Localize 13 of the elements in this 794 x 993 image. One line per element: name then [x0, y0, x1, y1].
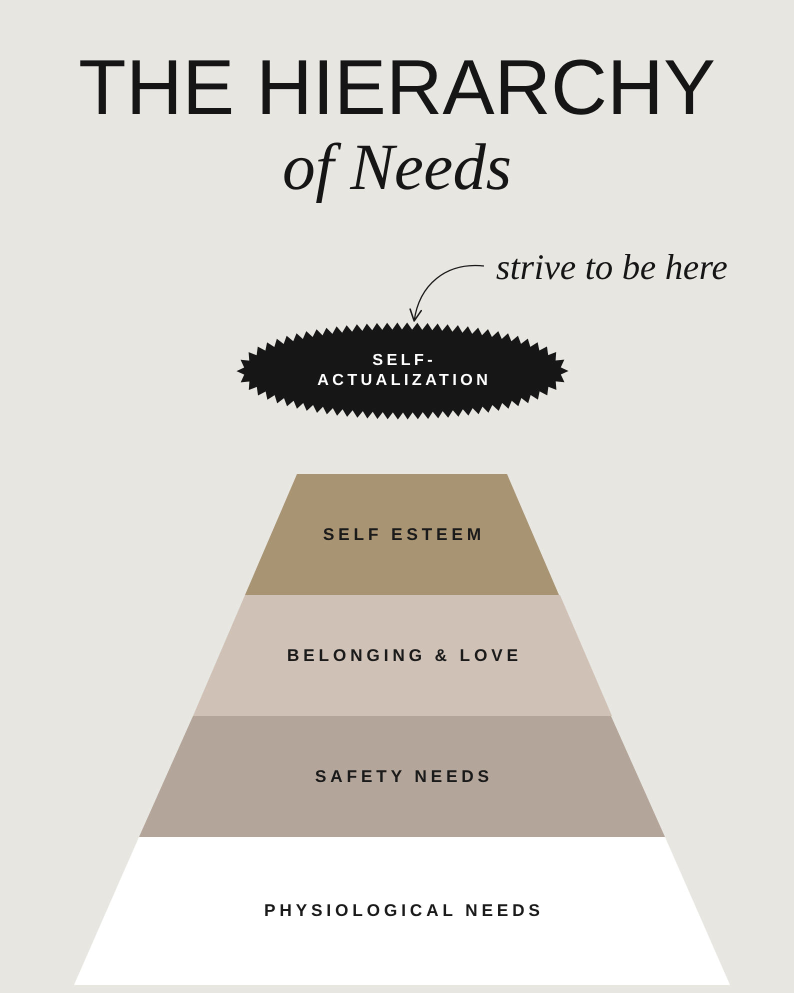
pyramid-tier	[139, 716, 665, 837]
tier-label: BELONGING & LOVE	[286, 644, 522, 666]
arrow	[410, 264, 484, 322]
title: THE HIERARCHY of Needs	[77, 47, 717, 203]
handwritten-note: strive to be here	[484, 241, 734, 293]
tier-label: SAFETY NEEDS	[314, 766, 494, 788]
badge-label: SELF- ACTUALIZATION	[316, 351, 492, 391]
pyramid-tier	[193, 595, 612, 716]
pyramid-tier	[245, 474, 559, 595]
tier-label: PHYSIOLOGICAL NEEDS	[263, 900, 544, 922]
tier-label: SELF ESTEEM	[322, 524, 486, 546]
pyramid-tier	[74, 837, 730, 985]
scalloped-badge	[236, 322, 569, 420]
